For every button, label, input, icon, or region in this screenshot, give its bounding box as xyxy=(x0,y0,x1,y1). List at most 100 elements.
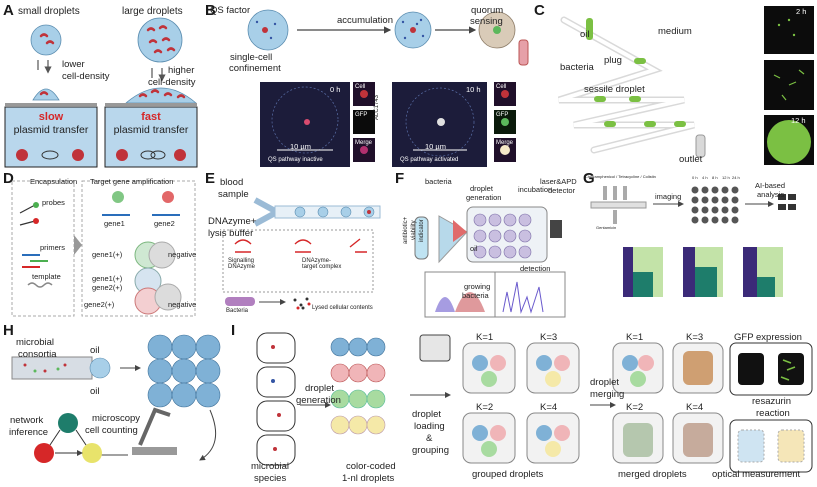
merge-label-right: Merge xyxy=(496,140,514,146)
large-droplets-label: large droplets xyxy=(122,6,183,17)
sample-label: sample xyxy=(218,189,249,200)
analysis-label: analysis xyxy=(757,190,785,199)
merged-k2: K=2 xyxy=(626,402,644,413)
grouped-k1: K=1 xyxy=(476,332,494,343)
blood-label: blood xyxy=(220,177,244,188)
panel-label-h: H xyxy=(3,322,14,339)
detector-label: detector xyxy=(548,186,576,195)
color-coded-label: color-coded xyxy=(346,461,396,472)
time-12h: 12 h xyxy=(791,116,806,125)
loading-label-3: & xyxy=(426,433,433,444)
probes-label: probes xyxy=(42,198,65,207)
oil-label-c: oil xyxy=(580,29,590,40)
merged-k4: K=4 xyxy=(686,402,704,413)
merged-droplets-label: merged droplets xyxy=(618,469,687,480)
panel-label-c: C xyxy=(534,2,545,19)
cell-counting-label: cell counting xyxy=(85,425,138,436)
droplet-label-f: droplet xyxy=(470,184,493,193)
bacteria-label-f: bacteria xyxy=(425,177,452,186)
panel-label-g: G xyxy=(583,170,595,187)
lower-label: lower xyxy=(62,59,85,70)
oil-label-f: oil xyxy=(470,244,478,253)
fast-label: fast xyxy=(141,111,161,123)
time-label-4: 24 h xyxy=(732,175,740,180)
gfp-label-left: GFP xyxy=(355,112,368,118)
microbial-label-h: microbial xyxy=(16,337,55,348)
qs-factor-label: QS factor xyxy=(210,5,251,16)
viability-label: viability xyxy=(411,220,417,240)
ai-based-label: AI-based xyxy=(755,181,786,190)
panel-c-illustration xyxy=(518,6,814,165)
qs-inactive-label: QS pathway inactive xyxy=(268,157,323,163)
small-droplets-label: small droplets xyxy=(18,6,80,17)
accumulation-label: accumulation xyxy=(337,15,393,26)
negative-label-1: negative xyxy=(168,250,197,259)
gene12-positive-b: gene2(+) xyxy=(92,283,123,292)
microbial-label-i: microbial xyxy=(251,461,290,472)
negative-label-2: negative xyxy=(168,300,197,309)
sensing-label: sensing xyxy=(470,16,503,27)
time-label-2: 8 h xyxy=(712,175,718,180)
species-label: species xyxy=(254,473,287,484)
outlet-label: outlet xyxy=(679,154,703,165)
plasmid-transfer-fast: plasmid transfer xyxy=(113,124,189,136)
consortia-label: consortia xyxy=(18,349,57,360)
laser-apd-label: laser&APD xyxy=(540,177,577,186)
gene12-positive-a: gene1(+) xyxy=(92,274,123,283)
droplet-label-i: droplet xyxy=(305,383,335,394)
grouped-k3: K=3 xyxy=(540,332,558,343)
quorum-label: quorum xyxy=(471,5,504,16)
cell-label-right: Cell xyxy=(496,84,507,90)
panel-d-illustration xyxy=(11,180,196,317)
amplification-label: Target gene amplification xyxy=(90,177,174,186)
higher-label: higher xyxy=(168,65,195,76)
detection-label: detection xyxy=(520,264,551,273)
scale-bar-right: 10 µm xyxy=(425,142,446,151)
imaging-label: imaging xyxy=(655,192,682,201)
optical-measurement-label: optical measurement xyxy=(712,469,801,480)
indicator-label: indicator xyxy=(419,219,425,242)
panel-g-illustration xyxy=(590,186,796,297)
time-label-0: 0 h xyxy=(692,175,698,180)
gfp-expression-label: GFP expression xyxy=(734,332,802,343)
gene2-positive-label: gene2(+) xyxy=(84,300,115,309)
dnazyme-complex-label: DNAzyme-target complex xyxy=(302,258,342,271)
nl-droplets-label: 1-nl droplets xyxy=(342,473,395,484)
time-2h: 2 h xyxy=(796,7,807,16)
panel-b-illustration xyxy=(247,9,516,167)
merged-k1: K=1 xyxy=(626,332,644,343)
lower-density-label: cell-density xyxy=(62,71,110,82)
inference-label: inference xyxy=(9,427,49,438)
single-cell-label: single-cell xyxy=(230,52,273,63)
gfp-label-right: GFP xyxy=(496,112,509,118)
oil-bottom-label: oil xyxy=(90,386,100,397)
merged-k3: K=3 xyxy=(686,332,704,343)
generation-label-f: generation xyxy=(466,193,502,202)
panel-e-illustration xyxy=(222,197,381,310)
confinement-label: confinement xyxy=(229,63,281,74)
gene1-positive-label: gene1(+) xyxy=(92,250,123,259)
incubation-label: incubation xyxy=(518,185,553,194)
bacteria-label-c: bacteria xyxy=(560,62,594,73)
plug-label: plug xyxy=(604,55,622,66)
loading-label-4: grouping xyxy=(412,445,449,456)
oil-top-label: oil xyxy=(90,345,100,356)
merging-label-2: merging xyxy=(590,389,625,400)
resazurin-label: resazurin xyxy=(752,396,792,407)
growing-label: growing xyxy=(464,282,491,291)
slow-label: slow xyxy=(38,111,64,123)
panel-label-b: B xyxy=(205,2,216,19)
time-10h: 10 h xyxy=(466,85,481,94)
panel-a-illustration xyxy=(4,17,198,168)
panel-label-a: A xyxy=(3,2,14,19)
grouped-k2: K=2 xyxy=(476,402,494,413)
panel-label-i: I xyxy=(231,322,236,339)
merging-label-1: droplet xyxy=(590,377,620,388)
signaling-dnazyme-label: Signalling DNAzyme xyxy=(228,258,256,271)
panel-label-e: E xyxy=(205,170,216,187)
time-label-1: 4 h xyxy=(702,175,708,180)
encapsulation-label: Encapsulation xyxy=(30,177,78,186)
panel-h-illustration xyxy=(11,334,221,463)
loading-label-2: loading xyxy=(414,421,445,432)
sessile-droplet-label: sessile droplet xyxy=(584,84,645,95)
